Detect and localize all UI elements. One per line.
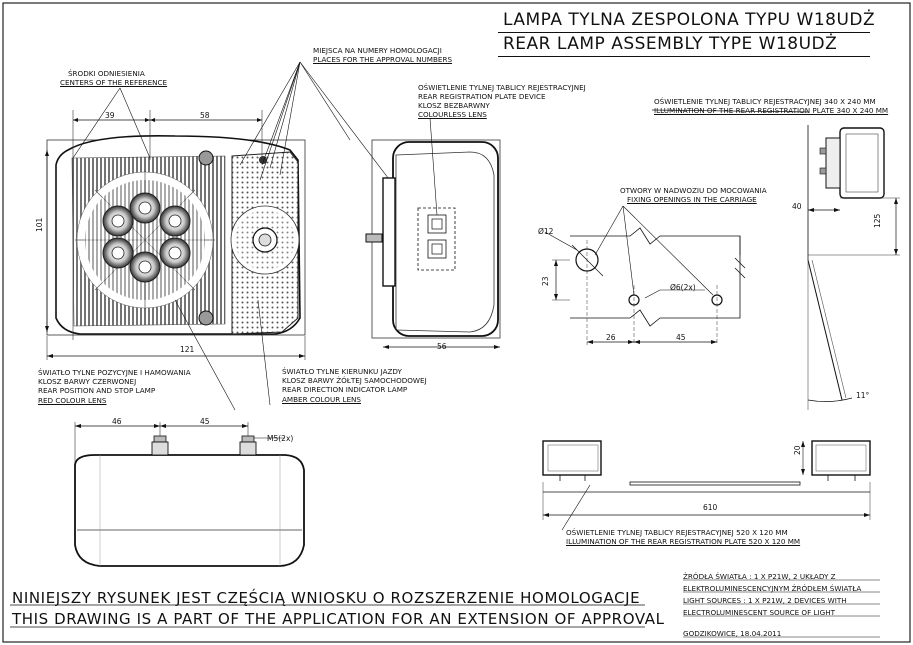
dim-39: 39 (105, 111, 115, 120)
position-lamp-label-pl2: KLOSZ BARWY CZERWONEJ (38, 377, 137, 386)
plate-device-label-en: REAR REGISTRATION PLATE DEVICE (418, 92, 546, 101)
dim-121: 121 (180, 345, 195, 354)
dim-45-mount: 45 (676, 333, 686, 342)
dim-101: 101 (35, 217, 44, 232)
position-lamp-label-en1: REAR POSITION AND STOP LAMP (38, 386, 156, 395)
sources-line4: ELECTROLUMINESCENT SOURCE OF LIGHT (683, 608, 835, 617)
side-mount-diagram (651, 109, 900, 410)
drawing-date: GODZIKOWICE, 18.04.2011 (683, 629, 782, 638)
fixing-label-en: FIXING OPENINGS IN THE CARRIAGE (627, 195, 757, 204)
footer-polish: NINIEJSZY RYSUNEK JEST CZĘŚCIĄ WNIOSKU O… (12, 589, 641, 607)
indicator-label-en2: AMBER COLOUR LENS (282, 395, 361, 404)
front-view (45, 61, 421, 411)
dim-26: 26 (606, 333, 616, 342)
title-underline (498, 56, 870, 57)
indicator-label-pl1: ŚWIATŁO TYLNE KIERUNKU JAZDY (282, 367, 402, 376)
colourless-label-en: COLOURLESS LENS (418, 110, 487, 119)
approval-label-pl: MIEJSCA NA NUMERY HOMOLOGACJI (313, 46, 442, 55)
dim-d12: Ø12 (538, 227, 554, 236)
illum520-label-en: ILLUMINATION OF THE REAR REGISTRATION PL… (566, 537, 801, 546)
plate-device-label-pl: OŚWIETLENIE TYLNEJ TABLICY REJESTRACYJNE… (418, 83, 586, 92)
dim-58: 58 (200, 111, 210, 120)
side-view (365, 117, 501, 349)
footer-english: THIS DRAWING IS A PART OF THE APPLICATIO… (12, 610, 665, 628)
indicator-label-pl2: KLOSZ BARWY ŻÓŁTEJ SAMOCHODOWEJ (282, 376, 427, 385)
illum520-label-pl: OŚWIETLENIE TYLNEJ TABLICY REJESTRACYJNE… (566, 528, 788, 537)
sources-line3: LIGHT SOURCES : 1 X P21W, 2 DEVICES WITH (683, 596, 847, 605)
fixing-label-pl: OTWORY W NADWOZIU DO MOCOWANIA (620, 186, 767, 195)
plate-520-diagram (542, 440, 871, 531)
dim-23: 23 (541, 276, 550, 286)
mounting-diagram (544, 205, 746, 345)
indicator-label-en1: REAR DIRECTION INDICATOR LAMP (282, 385, 408, 394)
dim-40: 40 (792, 202, 802, 211)
illum340-label-en: ILLUMINATION OF THE REAR REGISTRATION PL… (654, 106, 889, 115)
approval-label-en: PLACES FOR THE APPROVAL NUMBERS (313, 55, 453, 64)
reference-label-pl: ŚRODKI ODNIESIENIA (68, 69, 145, 78)
dim-125: 125 (873, 213, 882, 228)
dim-45-bottom: 45 (200, 417, 210, 426)
dim-11-deg: 11° (856, 391, 870, 400)
position-lamp-label-pl1: ŚWIATŁO TYLNE POZYCYJNE I HAMOWANIA (38, 368, 191, 377)
colourless-label-pl: KLOSZ BEZBARWNY (418, 101, 490, 110)
position-lamp-label-en2: RED COLOUR LENS (38, 396, 107, 405)
title-underline (498, 32, 870, 33)
illum340-label-pl: OŚWIETLENIE TYLNEJ TABLICY REJESTRACYJNE… (654, 97, 876, 106)
title-english: REAR LAMP ASSEMBLY TYPE W18UDŻ (503, 34, 838, 54)
sources-line2: ELEKTROLUMINESCENCYJNYM ŹRÓDŁEM ŚWIATŁA (683, 584, 862, 593)
dim-d6: Ø6(2x) (670, 283, 696, 292)
dim-46: 46 (112, 417, 122, 426)
dim-m5: M5(2x) (267, 434, 294, 443)
dim-610: 610 (703, 503, 718, 512)
dim-20: 20 (793, 445, 802, 455)
reference-label-en: CENTERS OF THE REFERENCE (60, 78, 168, 87)
dim-56: 56 (437, 342, 447, 351)
sources-line1: ŹRÓDŁA ŚWIATŁA : 1 X P21W, 2 UKŁADY Z (683, 572, 836, 581)
title-polish: LAMPA TYLNA ZESPOLONA TYPU W18UDŻ (503, 10, 876, 30)
bottom-view (74, 422, 305, 567)
